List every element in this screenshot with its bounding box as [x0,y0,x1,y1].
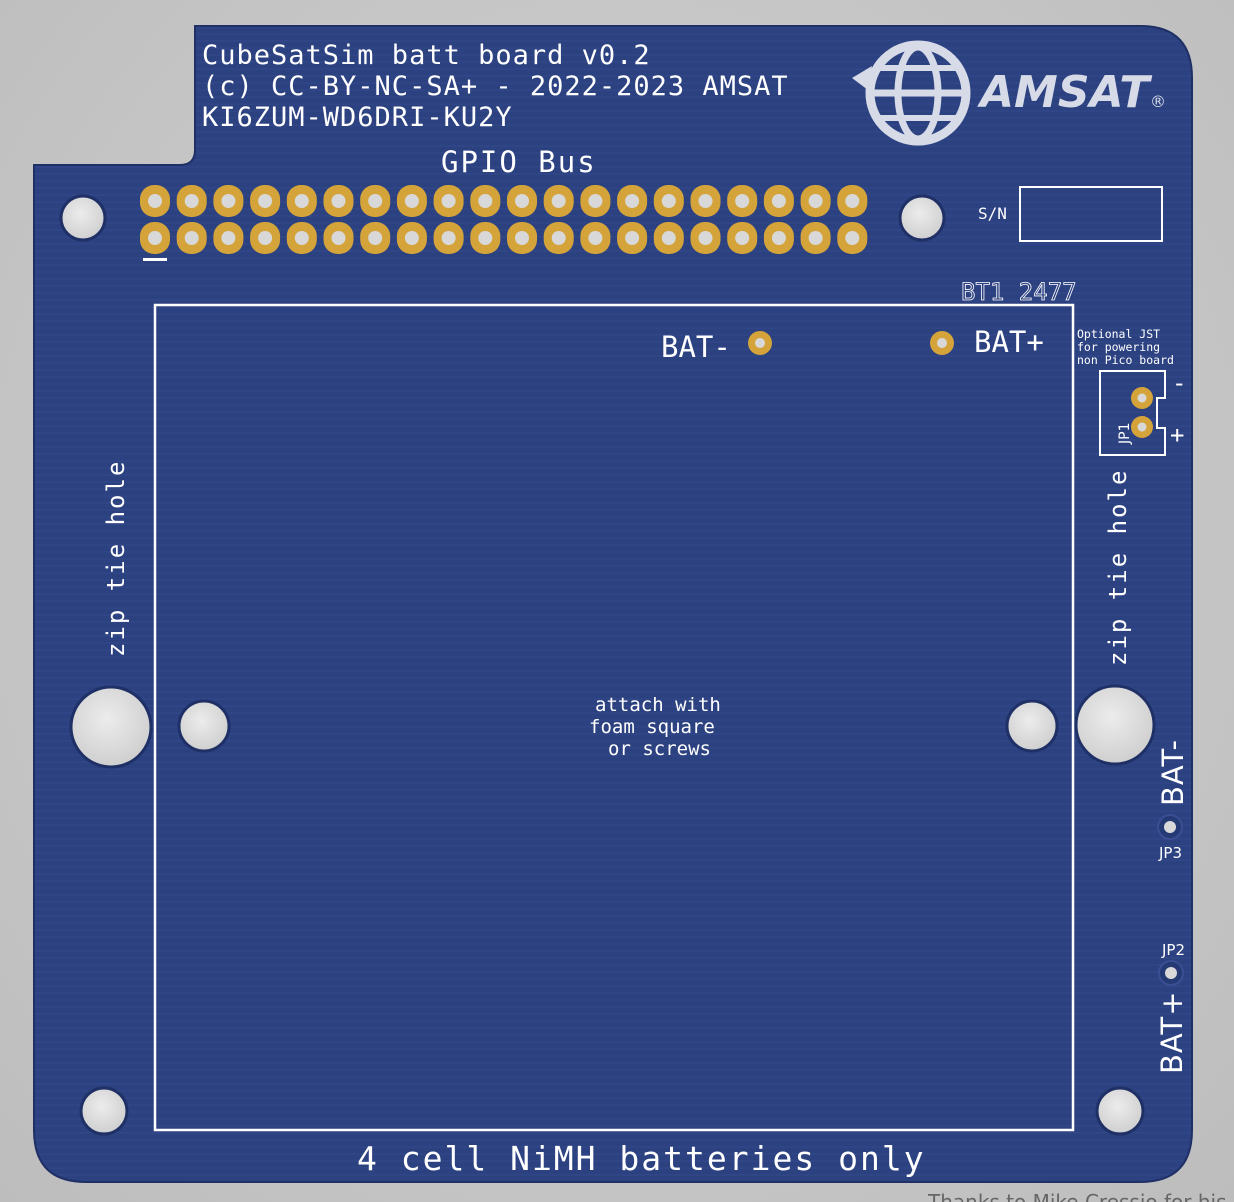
gpio-pad [470,185,501,217]
gpio-pad [140,222,170,254]
gpio-pad [543,222,574,254]
attach-note-line-3: or screws [608,738,711,760]
jst-note-line-3: non Pico board [1077,353,1174,367]
gpio-pad [727,222,758,254]
gpio-pad [617,185,648,217]
attach-note-line-1: attach with [595,694,721,716]
gpio-pad [360,185,391,217]
gpio-pad [176,185,207,217]
side-bat-minus-label: BAT- [1156,739,1190,806]
gpio-pad [286,185,317,217]
gpio-pad [286,222,317,254]
bat-plus-pad [930,331,954,355]
gpio-pad [653,185,684,217]
title-line-1: CubeSatSim batt board v0.2 [202,40,651,71]
bt1-label: BT1 2477 [961,278,1077,306]
globe-icon [852,40,971,146]
battery-type-footer: 4 cell NiMH batteries only [357,1139,926,1178]
gpio-pad [140,185,170,217]
jst-note-line-2: for powering [1077,340,1160,354]
gpio-pad [396,222,427,254]
gpio-pad [580,185,611,217]
gpio-header [140,185,868,254]
jp1-label: JP1 [1117,423,1133,445]
zip-tie-label-left: zip tie hole [102,460,130,657]
gpio-pad [837,222,868,254]
side-bat-plus-label: BAT+ [1155,991,1189,1075]
gpio-pad [653,222,684,254]
jp2-pad [1158,960,1184,986]
pin1-marker [143,258,167,261]
gpio-pad [507,222,537,254]
jp1-connector-outline [1099,370,1166,456]
serial-number-box [1019,186,1163,242]
gpio-pad [800,185,831,217]
gpio-pad [690,185,721,217]
jp1-pad-2 [1131,416,1153,438]
gpio-pad [213,222,244,254]
jp2-label: JP2 [1161,941,1185,959]
gpio-pad [360,222,391,254]
serial-number-label: S/N [978,204,1007,223]
pcb-board-outline [33,25,1193,1183]
gpio-pad [763,185,794,217]
gpio-pad [213,185,244,217]
mounting-hole-top-right [898,194,946,242]
gpio-pad [763,222,794,254]
gpio-pad [543,185,574,217]
mounting-hole-bottom-right [1095,1086,1145,1136]
amsat-logo: AMSAT ® [852,40,1166,146]
jp3-pad [1157,814,1183,840]
jp1-minus-label: - [1172,369,1186,397]
gpio-pad [837,185,868,217]
zip-tie-label-right: zip tie hole [1104,469,1132,666]
title-line-2: (c) CC-BY-NC-SA+ - 2022-2023 AMSAT [202,71,789,102]
gpio-pad [396,185,427,217]
zip-tie-hole-right [1074,684,1156,766]
mounting-hole-top-left [59,194,107,242]
gpio-pad [617,222,648,254]
gpio-pad [250,222,281,254]
amsat-logo-text: AMSAT [977,67,1152,118]
amsat-registered-mark: ® [1150,92,1166,111]
jp1-plus-label: + [1170,421,1184,449]
gpio-pad [690,222,721,254]
gpio-pad [433,185,464,217]
gpio-pad [176,222,207,254]
gpio-pad [323,185,354,217]
gpio-pad [323,222,354,254]
jp1-pad-1 [1131,387,1153,409]
mounting-hole-middle-right [1005,699,1059,753]
attach-note-line-2: foam square [589,716,715,738]
gpio-pad [727,185,758,217]
mounting-hole-middle-left [177,699,231,753]
battery-holder-outline [153,303,1075,1132]
gpio-pad [250,185,281,217]
credit-text: Thanks to Mike Cressio for his [928,1190,1227,1202]
zip-tie-hole-left [69,685,153,769]
jst-note-line-1: Optional JST [1077,327,1160,341]
gpio-pad [507,185,537,217]
gpio-bus-label: GPIO Bus [441,145,597,179]
bat-minus-pad [748,331,772,355]
bat-minus-label: BAT- [661,330,731,364]
mounting-hole-bottom-left [79,1086,129,1136]
jp3-label: JP3 [1158,844,1182,862]
gpio-pad [580,222,611,254]
title-line-3: KI6ZUM-WD6DRI-KU2Y [202,102,513,133]
bat-plus-label: BAT+ [974,325,1044,359]
gpio-pad [800,222,831,254]
gpio-pad [433,222,464,254]
gpio-pad [470,222,501,254]
